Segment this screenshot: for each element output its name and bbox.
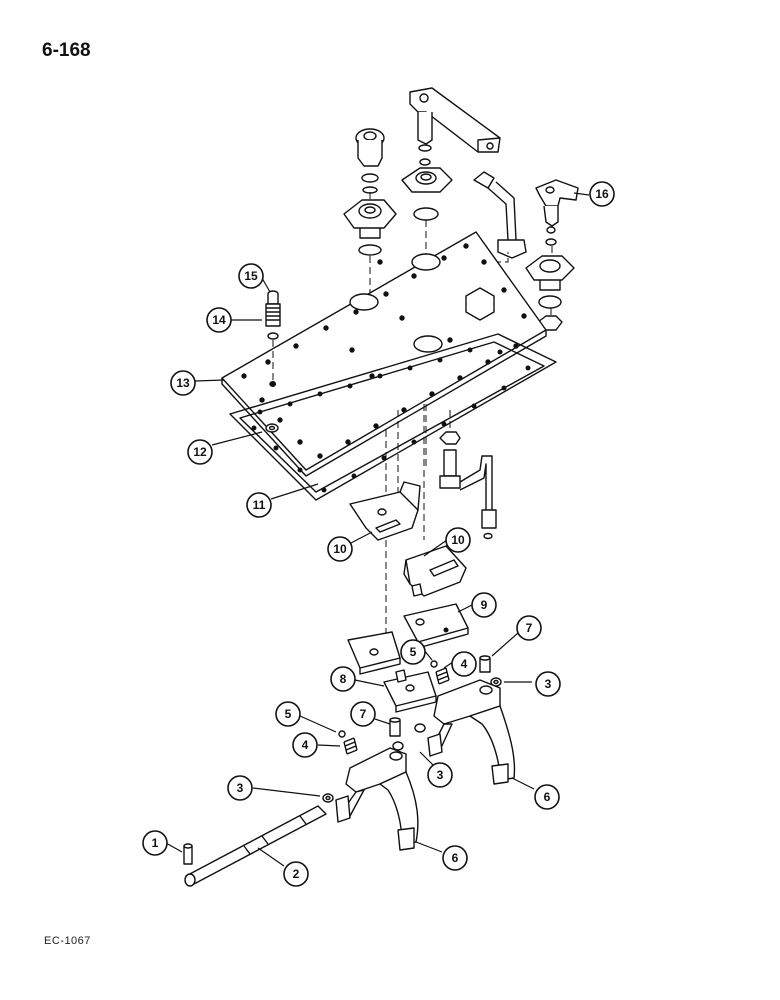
callout-12: 12 — [187, 439, 213, 465]
shift-housing-left — [343, 199, 397, 256]
callout-leaders — [165, 192, 590, 867]
shift-knob-left — [355, 128, 385, 194]
svg-text:3: 3 — [437, 768, 444, 782]
breather-fitting — [265, 290, 281, 387]
callout-4: 4 — [292, 732, 318, 758]
callout-3: 3 — [535, 671, 561, 697]
svg-text:11: 11 — [253, 498, 266, 512]
svg-text:10: 10 — [451, 533, 465, 547]
callout-6: 6 — [534, 784, 560, 810]
callout-1: 1 — [142, 830, 168, 856]
svg-text:2: 2 — [293, 867, 300, 881]
drain-plug — [265, 423, 279, 433]
detent-ball-right — [430, 660, 438, 668]
shift-housing-right — [525, 255, 575, 331]
shift-rail-shaft — [184, 805, 327, 887]
svg-text:15: 15 — [244, 269, 258, 283]
svg-text:9: 9 — [481, 598, 488, 612]
svg-text:4: 4 — [302, 738, 309, 752]
svg-text:10: 10 — [333, 542, 347, 556]
interlock-block-upper — [347, 631, 401, 675]
callout-15: 15 — [238, 263, 264, 289]
callout-3: 3 — [227, 775, 253, 801]
callout-5: 5 — [275, 701, 301, 727]
callout-10: 10 — [327, 536, 353, 562]
callout-5: 5 — [400, 639, 426, 665]
svg-text:6: 6 — [452, 851, 459, 865]
figure-code: EC-1067 — [44, 935, 91, 947]
callout-8: 8 — [330, 666, 356, 692]
callout-11: 11 — [246, 492, 272, 518]
roll-pin — [183, 843, 193, 865]
interlock-plate — [403, 603, 469, 649]
svg-text:7: 7 — [360, 707, 367, 721]
shift-bracket-upper — [349, 481, 421, 541]
svg-text:5: 5 — [285, 707, 292, 721]
callout-2: 2 — [283, 861, 309, 887]
washers-center — [392, 723, 426, 751]
svg-text:1: 1 — [152, 836, 159, 850]
callout-7: 7 — [350, 701, 376, 727]
shift-fork-right — [427, 679, 516, 785]
svg-text:6: 6 — [544, 790, 551, 804]
detent-ball-left — [338, 730, 346, 738]
callout-3: 3 — [427, 762, 453, 788]
svg-text:16: 16 — [595, 187, 609, 201]
callout-4: 4 — [451, 651, 477, 677]
callout-7: 7 — [516, 615, 542, 641]
oil-pipe-lower — [439, 410, 497, 540]
interlock-block-lower — [383, 669, 437, 713]
svg-text:13: 13 — [176, 376, 190, 390]
callout-16: 16 — [589, 181, 615, 207]
callout-14: 14 — [206, 307, 232, 333]
shift-lever-right — [535, 179, 579, 246]
svg-text:14: 14 — [212, 313, 226, 327]
callout-13: 13 — [170, 370, 196, 396]
svg-text:5: 5 — [410, 645, 417, 659]
shift-lever — [409, 87, 501, 153]
callout-10: 10 — [445, 527, 471, 553]
shift-bracket-lower — [403, 545, 467, 597]
svg-text:7: 7 — [526, 621, 533, 635]
svg-text:3: 3 — [237, 781, 244, 795]
detent-spring-right — [435, 667, 450, 685]
shift-housing-center — [401, 158, 453, 221]
dowel-pin-left — [389, 717, 401, 737]
dowel-pin-right — [479, 655, 491, 673]
svg-text:8: 8 — [340, 672, 347, 686]
svg-text:3: 3 — [545, 677, 552, 691]
callout-6: 6 — [442, 845, 468, 871]
svg-text:12: 12 — [193, 445, 207, 459]
washer-left — [322, 793, 334, 803]
svg-text:4: 4 — [461, 657, 468, 671]
washer-right — [490, 677, 502, 687]
cover-gasket — [229, 333, 557, 501]
top-cover-plate — [221, 231, 547, 477]
shift-fork-left — [335, 747, 419, 851]
detent-spring-left — [343, 737, 358, 755]
oil-pipe-upper — [473, 171, 527, 259]
callout-9: 9 — [471, 592, 497, 618]
page-number: 6-168 — [42, 40, 91, 61]
